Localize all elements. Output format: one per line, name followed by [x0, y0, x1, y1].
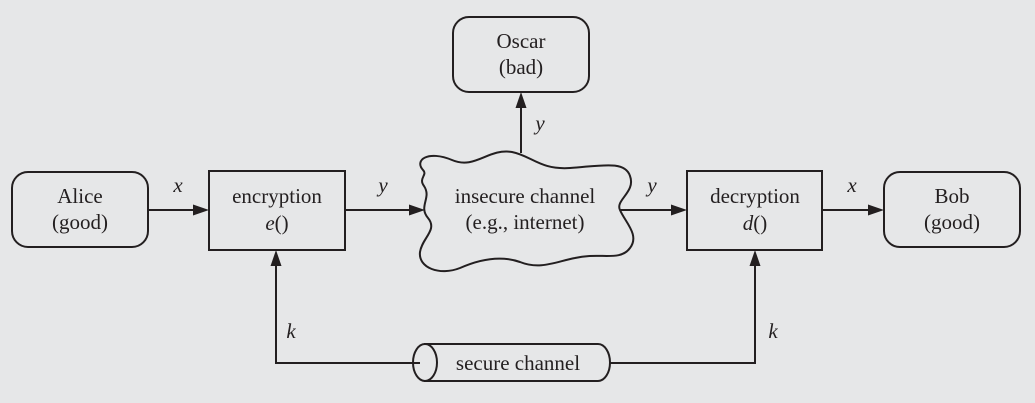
edge-line	[610, 263, 756, 364]
alice-node: Alice (good)	[11, 171, 149, 248]
edge-label-x: x	[846, 173, 857, 197]
edge-label-k: k	[286, 319, 296, 343]
edge-channel-decryption: y	[620, 173, 687, 216]
secure-channel-node: secure channel	[412, 343, 611, 382]
alice-sublabel: (good)	[52, 210, 108, 234]
edge-decryption-bob: x	[822, 173, 884, 216]
secure-channel-label: secure channel	[456, 351, 580, 375]
edge-key-decryption: k	[610, 250, 778, 364]
edge-line	[275, 263, 420, 364]
arrowhead-icon	[749, 250, 761, 266]
encryption-node: encryption e()	[208, 170, 346, 251]
edge-key-encryption: k	[270, 250, 420, 364]
arrowhead-icon	[515, 92, 527, 108]
edge-label-y: y	[533, 111, 545, 135]
oscar-sublabel: (bad)	[499, 55, 543, 79]
edge-label-y: y	[376, 173, 388, 197]
encryption-box	[208, 170, 346, 251]
decryption-function-parens: ()	[753, 211, 767, 235]
arrowhead-icon	[409, 204, 425, 216]
encryption-label: encryption	[232, 184, 322, 208]
bob-sublabel: (good)	[924, 210, 980, 234]
encryption-function-parens: ()	[275, 211, 289, 235]
arrowhead-icon	[671, 204, 687, 216]
insecure-channel-sublabel: (e.g., internet)	[466, 210, 585, 234]
encryption-function: e()	[265, 211, 288, 235]
cylinder-body	[424, 343, 611, 382]
edge-label-k: k	[768, 319, 778, 343]
decryption-node: decryption d()	[686, 170, 823, 251]
insecure-channel-label: insecure channel	[455, 184, 596, 208]
bob-node: Bob (good)	[883, 171, 1021, 248]
edge-label-y: y	[645, 173, 657, 197]
alice-label: Alice	[57, 184, 102, 208]
bob-label: Bob	[934, 184, 969, 208]
oscar-node: Oscar (bad)	[452, 16, 590, 93]
decryption-label: decryption	[710, 184, 800, 208]
insecure-channel-node: insecure channel (e.g., internet)	[418, 150, 635, 273]
cloud-shape	[418, 150, 635, 273]
decryption-function-name: d	[743, 211, 754, 235]
arrowhead-icon	[193, 204, 209, 216]
arrowhead-icon	[868, 204, 884, 216]
arrowhead-icon	[270, 250, 282, 266]
edge-channel-oscar: y	[515, 92, 545, 153]
edge-label-x: x	[172, 173, 183, 197]
decryption-function: d()	[743, 211, 768, 235]
oscar-label: Oscar	[497, 29, 546, 53]
bob-box	[883, 171, 1021, 248]
edge-alice-encryption: x	[148, 173, 209, 216]
encryption-function-name: e	[265, 211, 274, 235]
edge-encryption-channel: y	[345, 173, 425, 216]
